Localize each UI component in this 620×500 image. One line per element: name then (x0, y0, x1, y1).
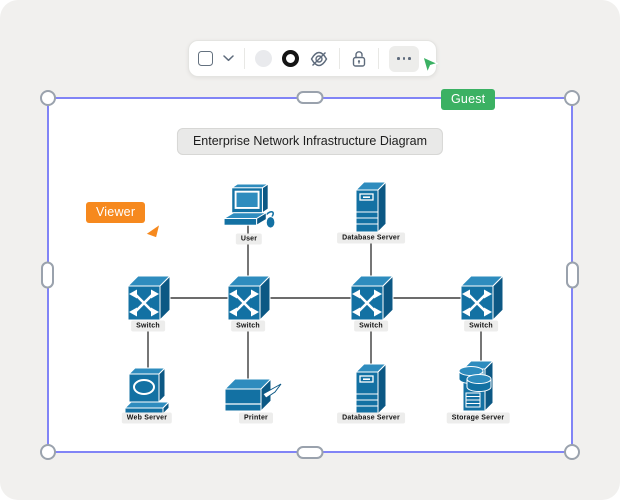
server-tower-icon (354, 362, 388, 416)
resize-handle-bottom-right[interactable] (564, 444, 580, 460)
storage-tower-icon (458, 359, 495, 413)
workstation-icon (222, 183, 276, 229)
node-label-user: User (235, 233, 263, 245)
resize-handle-top-left[interactable] (40, 90, 56, 106)
stroke-style-button[interactable] (282, 50, 299, 67)
toolbar-divider (339, 48, 340, 69)
more-icon (402, 57, 406, 60)
viewer-cursor-icon (144, 223, 161, 239)
toolbar-divider (378, 48, 379, 69)
node-switch-1[interactable] (123, 273, 173, 328)
node-label-db-server-top: Database Server (337, 232, 405, 244)
node-user[interactable] (222, 183, 276, 235)
more-options-button[interactable] (389, 45, 419, 72)
fill-style-button[interactable] (255, 50, 272, 67)
server-tower-icon (354, 180, 388, 234)
stroke-swatch-icon (282, 50, 299, 67)
resize-handle-top-middle[interactable] (296, 91, 324, 104)
node-storage-server[interactable] (455, 357, 501, 420)
node-label-storage-server: Storage Server (446, 412, 510, 424)
shape-rectangle-icon (198, 51, 213, 66)
node-web-server[interactable] (123, 366, 171, 421)
node-label-switch-4: Switch (464, 320, 498, 332)
resize-handle-bottom-left[interactable] (40, 444, 56, 460)
more-icon (408, 57, 411, 60)
diagram-title[interactable]: Enterprise Network Infrastructure Diagra… (176, 128, 444, 155)
resize-handle-left-middle[interactable] (41, 261, 54, 289)
node-label-db-server-bottom: Database Server (337, 412, 405, 424)
resize-handle-right-middle[interactable] (566, 261, 579, 289)
shape-tool-button[interactable] (198, 51, 213, 66)
node-switch-4[interactable] (456, 273, 506, 328)
guest-cursor-icon (422, 56, 439, 74)
visibility-button[interactable] (309, 49, 329, 69)
chevron-down-icon (223, 55, 234, 62)
node-label-switch-1: Switch (131, 320, 165, 332)
guest-cursor-label: Guest (441, 89, 496, 110)
lock-button[interactable] (350, 49, 368, 68)
node-switch-3[interactable] (346, 273, 396, 328)
terminal-icon (123, 366, 171, 416)
lock-open-icon (352, 51, 366, 67)
switch-icon (126, 274, 172, 322)
switch-icon (459, 274, 505, 322)
switch-icon (349, 274, 395, 322)
resize-handle-top-right[interactable] (564, 90, 580, 106)
node-db-server-top[interactable] (352, 180, 390, 239)
node-label-web-server: Web Server (121, 412, 173, 424)
shape-dropdown-button[interactable] (223, 55, 234, 62)
toolbar-divider (244, 48, 245, 69)
more-icon (397, 57, 400, 60)
node-label-switch-3: Switch (354, 320, 388, 332)
eye-off-icon (310, 51, 328, 66)
fill-swatch-icon (255, 50, 272, 67)
node-label-switch-2: Switch (231, 320, 265, 332)
printer-icon (223, 377, 282, 413)
switch-icon (226, 274, 272, 322)
resize-handle-bottom-middle[interactable] (296, 446, 324, 459)
node-printer[interactable] (221, 377, 283, 420)
viewer-cursor-label: Viewer (86, 202, 146, 223)
floating-toolbar (188, 40, 437, 77)
node-label-printer: Printer (239, 412, 273, 424)
